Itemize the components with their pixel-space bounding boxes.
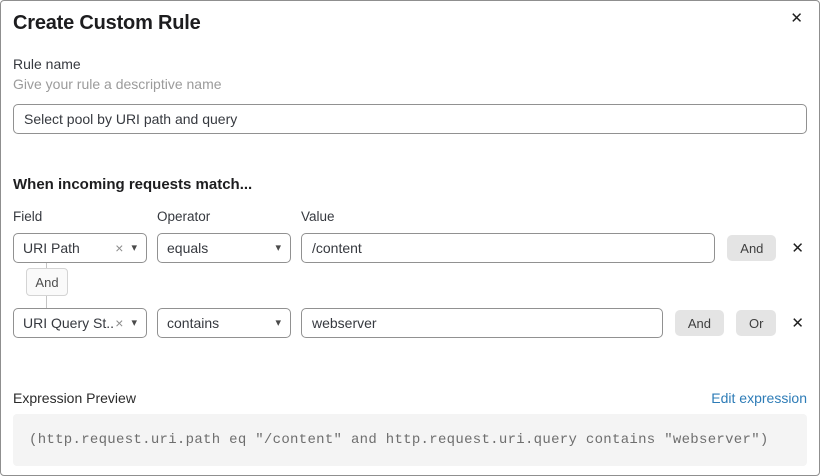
or-button-row-2[interactable]: Or (735, 310, 777, 336)
chevron-down-icon: ▾ (275, 241, 281, 254)
clear-icon[interactable]: × (115, 240, 124, 256)
operator-select-1-value: equals (167, 240, 209, 256)
remove-row-1-button[interactable]: ✕ (788, 239, 807, 257)
rule-name-helper: Give your rule a descriptive name (13, 76, 222, 92)
expression-code: (http.request.uri.path eq "/content" and… (29, 432, 769, 448)
value-input-2[interactable] (301, 308, 663, 338)
remove-icon: ✕ (791, 240, 804, 257)
connector-and-badge[interactable]: And (26, 268, 68, 296)
chevron-down-icon: ▾ (131, 241, 137, 254)
remove-icon: ✕ (791, 315, 804, 332)
condition-row-1: URI Path × ▾ equals ▾ And ✕ (13, 233, 807, 263)
field-select-1-value: URI Path (23, 240, 80, 256)
chevron-down-icon: ▾ (131, 316, 137, 329)
field-select-2-value: URI Query St... (23, 315, 116, 331)
expression-preview-label: Expression Preview (13, 390, 136, 406)
field-column-label: Field (13, 209, 43, 224)
value-column-label: Value (301, 209, 335, 224)
close-icon: ✕ (790, 10, 803, 27)
row-connector: And (13, 263, 807, 308)
condition-column-labels: Field Operator Value (13, 209, 807, 224)
connector-line (46, 296, 47, 308)
edit-expression-link[interactable]: Edit expression (711, 390, 807, 406)
and-button-row-2[interactable]: And (674, 310, 724, 336)
page-title: Create Custom Rule (13, 12, 201, 34)
and-button-row-1[interactable]: And (727, 235, 777, 261)
operator-column-label: Operator (157, 209, 211, 224)
expression-preview-box: (http.request.uri.path eq "/content" and… (13, 414, 807, 466)
connector-line (46, 263, 47, 268)
operator-select-2-value: contains (167, 315, 220, 331)
operator-select-1[interactable]: equals ▾ (157, 233, 291, 263)
clear-icon[interactable]: × (115, 315, 124, 331)
field-select-2[interactable]: URI Query St... × ▾ (13, 308, 147, 338)
operator-select-2[interactable]: contains ▾ (157, 308, 291, 338)
close-button[interactable]: ✕ (786, 7, 807, 29)
value-input-1[interactable] (301, 233, 716, 263)
rule-name-label: Rule name (13, 56, 81, 72)
expression-preview-header: Expression Preview Edit expression (13, 390, 807, 406)
condition-row-2: URI Query St... × ▾ contains ▾ And Or ✕ (13, 308, 807, 338)
remove-row-2-button[interactable]: ✕ (788, 314, 807, 332)
field-select-1[interactable]: URI Path × ▾ (13, 233, 147, 263)
chevron-down-icon: ▾ (275, 316, 281, 329)
match-section-heading: When incoming requests match... (13, 176, 253, 193)
rule-name-input[interactable] (13, 104, 807, 134)
